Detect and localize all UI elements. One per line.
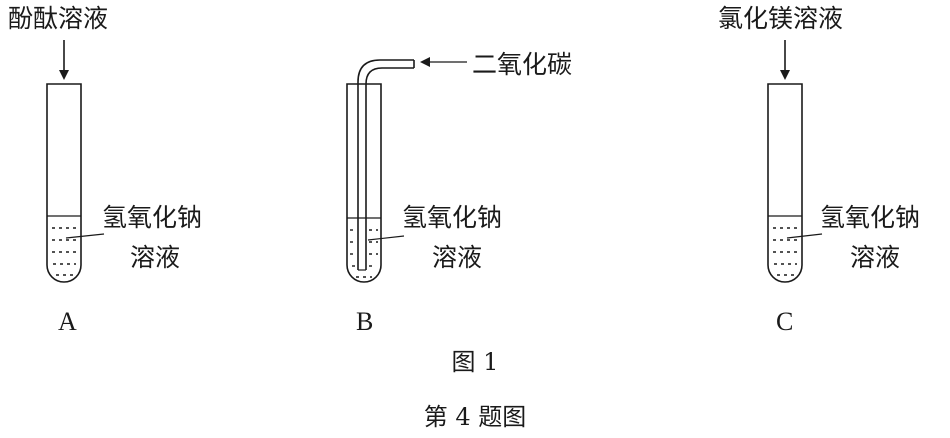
tube-a-leader-line bbox=[65, 233, 105, 239]
tube-a-group: 酚酞溶液 氢氧化钠 溶液 A bbox=[8, 4, 202, 336]
tube-a-liquid bbox=[52, 227, 77, 276]
tube-b-letter: B bbox=[356, 307, 373, 336]
tube-a-contents-line2: 溶液 bbox=[130, 243, 180, 272]
tube-b-delivery-tube-inner bbox=[365, 67, 414, 270]
tube-a-reagent-label: 酚酞溶液 bbox=[8, 4, 108, 33]
tube-b-body bbox=[346, 83, 382, 283]
tube-b-contents-line1: 氢氧化钠 bbox=[402, 203, 502, 232]
tube-b-liquid bbox=[350, 229, 378, 278]
tube-a-body bbox=[46, 83, 82, 283]
tube-b-reagent-label: 二氧化碳 bbox=[472, 50, 572, 79]
tube-b-leader-line bbox=[367, 235, 405, 241]
tube-b-group: 二氧化碳 氢氧化钠 溶液 B bbox=[346, 50, 572, 336]
tube-c-letter: C bbox=[776, 307, 793, 336]
tube-c-contents-line1: 氢氧化钠 bbox=[820, 203, 920, 232]
question-caption: 第 4 题图 bbox=[424, 403, 527, 431]
tube-c-reagent-label: 氯化镁溶液 bbox=[718, 4, 843, 33]
tube-c-body bbox=[767, 83, 803, 283]
tube-c-group: 氯化镁溶液 氢氧化钠 溶液 C bbox=[718, 4, 920, 336]
tube-c-contents-line2: 溶液 bbox=[850, 243, 900, 272]
figure-caption: 图 1 bbox=[452, 348, 499, 376]
tube-b-contents-line2: 溶液 bbox=[432, 243, 482, 272]
tube-c-liquid bbox=[773, 227, 798, 276]
tube-a-contents-line1: 氢氧化钠 bbox=[102, 203, 202, 232]
tube-c-leader-line bbox=[786, 233, 823, 239]
tube-b-delivery-tube-outer bbox=[357, 59, 414, 270]
tube-a-letter: A bbox=[58, 307, 77, 336]
